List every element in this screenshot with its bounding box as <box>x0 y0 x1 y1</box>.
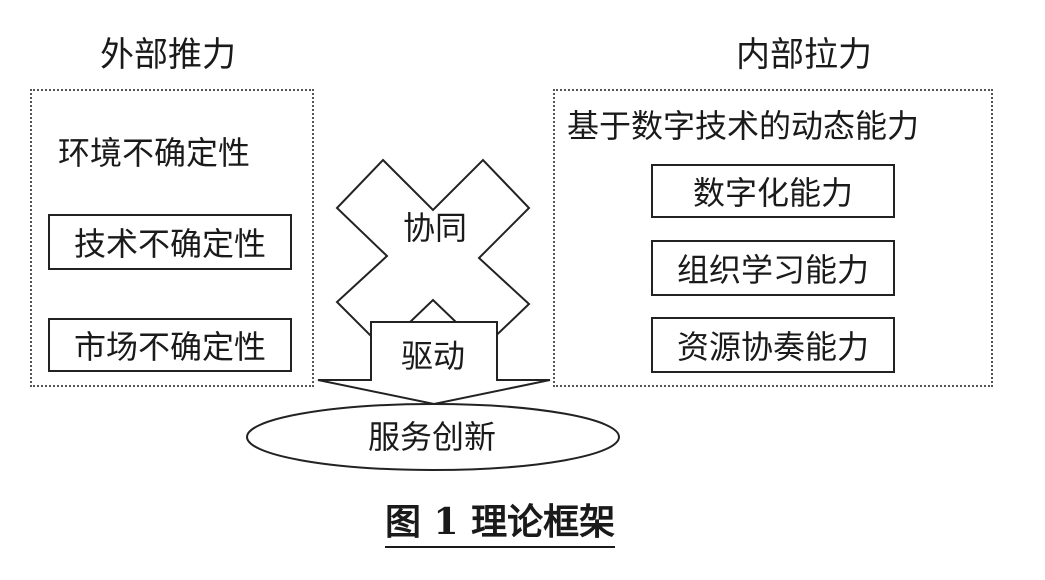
organizational-learning-capability-box: 组织学习能力 <box>651 240 895 296</box>
synergy-cross-shape <box>335 158 531 350</box>
drive-arrow-shape <box>317 321 551 406</box>
resource-orchestration-capability-box: 资源协奏能力 <box>651 317 895 373</box>
internal-pull-heading: 内部拉力 <box>736 35 872 75</box>
synergy-label: 协同 <box>403 209 468 247</box>
figure-caption: 图 1 理论框架 <box>385 504 616 548</box>
technology-uncertainty-box: 技术不确定性 <box>48 214 292 270</box>
digital-dynamic-capability-title: 基于数字技术的动态能力 <box>567 107 920 145</box>
external-push-heading: 外部推力 <box>100 35 236 75</box>
digitalization-capability-box: 数字化能力 <box>651 164 895 218</box>
market-uncertainty-box: 市场不确定性 <box>48 318 292 372</box>
drive-label: 驱动 <box>401 337 466 375</box>
service-innovation-label: 服务创新 <box>368 418 497 456</box>
internal-pull-panel <box>553 89 993 387</box>
environment-uncertainty-label: 环境不确定性 <box>58 134 251 172</box>
service-innovation-ellipse <box>246 403 620 471</box>
external-push-panel <box>30 89 314 387</box>
